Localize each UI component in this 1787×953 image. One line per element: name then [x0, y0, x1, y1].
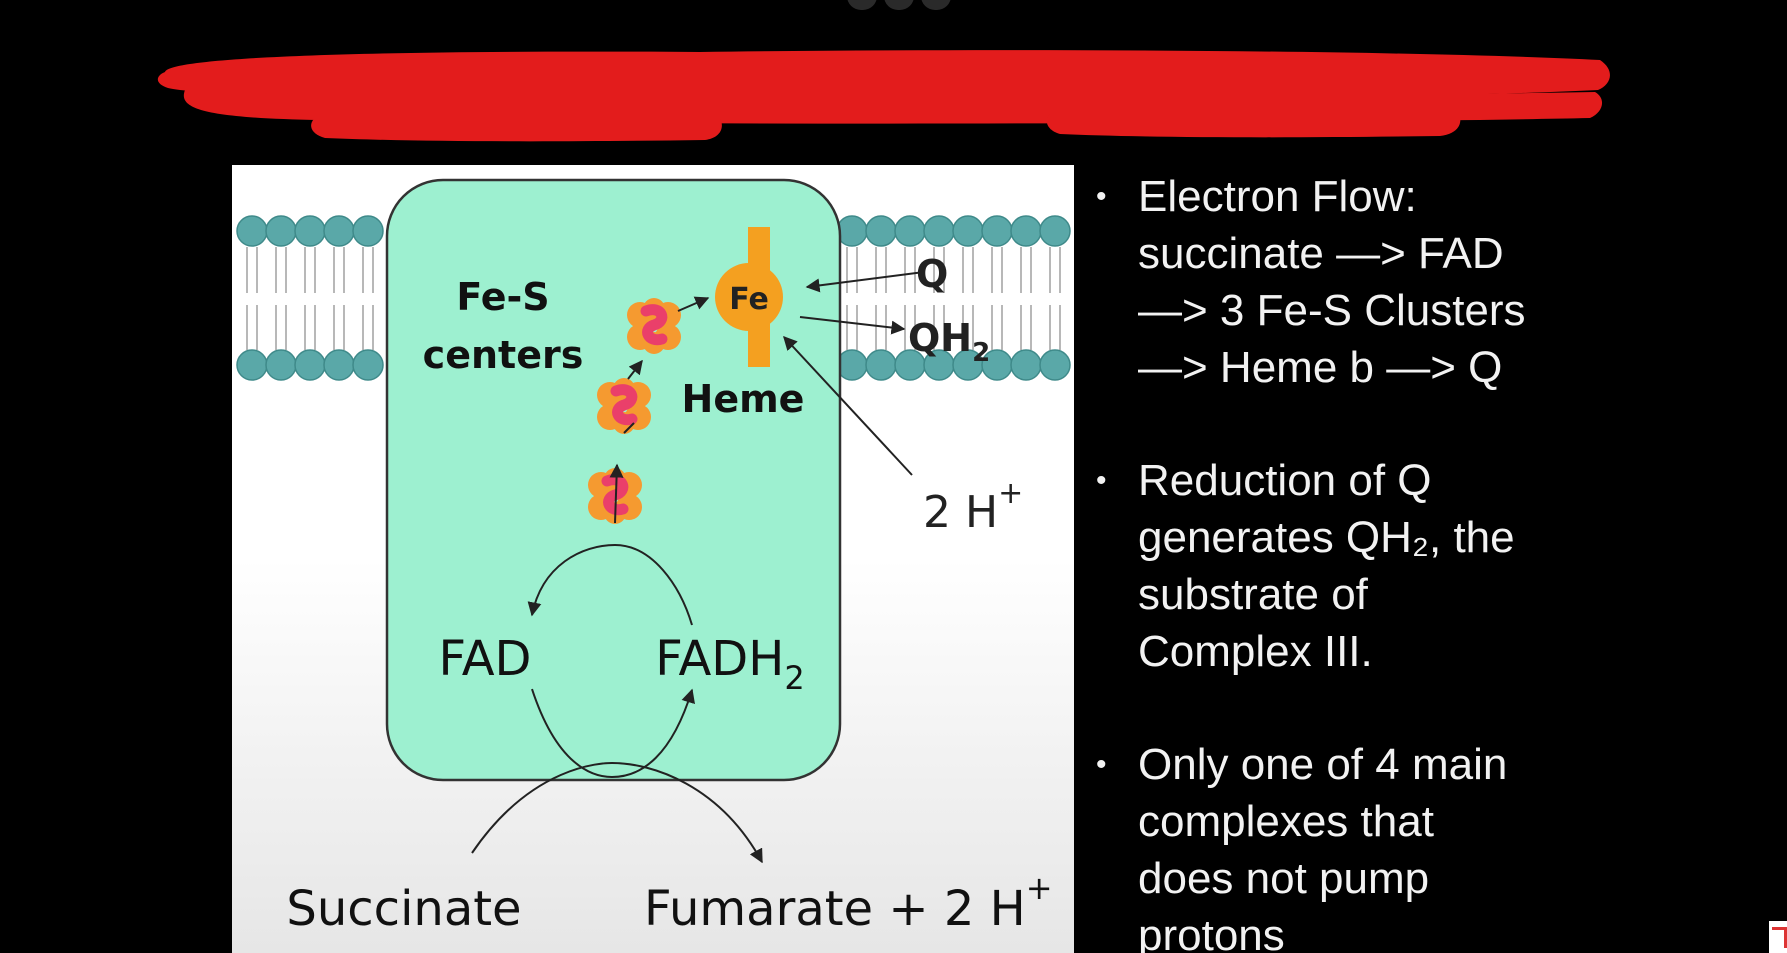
lipid-head: [352, 215, 384, 247]
lipid-head: [836, 215, 868, 247]
lipid-head: [236, 215, 268, 247]
lipid-head: [1039, 349, 1071, 381]
q-to-heme-arrow: [805, 271, 925, 293]
bullet-line: protons: [1138, 911, 1285, 953]
corner-logo-icon: [1769, 921, 1787, 953]
bullet-line: generates QH₂, the: [1138, 513, 1515, 562]
fadh2-to-cluster-line: [614, 544, 693, 626]
electron-arrow: [609, 463, 624, 524]
bullet-line: Electron Flow:: [1138, 172, 1417, 221]
bullet-no-proton-pump: • Only one of 4 main complexes that does…: [1090, 736, 1750, 953]
lipid-head: [1010, 349, 1042, 381]
bullet-line: complexes that: [1138, 797, 1434, 846]
fadh2-label: FADH2: [655, 631, 804, 697]
lipid-head: [894, 215, 926, 247]
fad-to-fadh2-arrow: [531, 688, 695, 779]
bullet-line: —> 3 Fe-S Clusters: [1138, 286, 1526, 335]
fes-label-line2: centers: [423, 333, 584, 377]
redaction-strokes: [157, 50, 1610, 142]
fe-label: Fe: [729, 282, 769, 317]
bullet-icon: •: [1096, 464, 1107, 497]
lipid-head: [952, 215, 984, 247]
lipid-head: [265, 349, 297, 381]
lipid-head: [265, 215, 297, 247]
succinate-to-fumarate-arrow: [471, 761, 763, 864]
bullet-line: does not pump: [1138, 854, 1430, 903]
fes-cluster-icon: [627, 298, 681, 354]
lipid-head: [1010, 215, 1042, 247]
bullet-list: • Electron Flow: succinate —> FAD —> 3 F…: [1090, 168, 1750, 953]
fes-label-line1: Fe-S: [456, 275, 549, 319]
lipid-head: [294, 215, 326, 247]
bullet-line: Reduction of Q: [1138, 456, 1432, 505]
lipid-head: [865, 215, 897, 247]
bullet-line: —> Heme b —> Q: [1138, 343, 1503, 392]
fadh2-to-fad-arrow: [527, 544, 616, 617]
heme-label: Heme: [682, 377, 805, 421]
fumarate-label: Fumarate + 2 H+: [644, 869, 1053, 937]
lipid-head: [323, 349, 355, 381]
bullet-reduction-of-q: • Reduction of Q generates QH₂, the subs…: [1090, 452, 1750, 680]
bullet-icon: •: [1096, 748, 1107, 781]
bullet-electron-flow: • Electron Flow: succinate —> FAD —> 3 F…: [1090, 168, 1750, 396]
control-dot[interactable]: [884, 0, 914, 10]
control-dot[interactable]: [921, 0, 951, 10]
proton-arrow: [783, 335, 913, 476]
protons-label: 2 H+: [923, 476, 1023, 538]
control-dot[interactable]: [847, 0, 877, 10]
lipid-head: [352, 349, 384, 381]
qh2-label: QH2: [908, 316, 990, 368]
membrane: [236, 215, 1071, 381]
lipid-head: [865, 349, 897, 381]
bullet-line: Only one of 4 main: [1138, 740, 1508, 789]
lipid-head: [981, 215, 1013, 247]
electron-arrow: [627, 359, 643, 380]
lipid-head: [323, 215, 355, 247]
electron-arrow: [623, 422, 635, 434]
lipid-head: [1039, 215, 1071, 247]
succinate-label: Succinate: [286, 881, 521, 937]
electron-arrow: [677, 296, 710, 312]
redaction-scribble: [157, 50, 1610, 142]
bullet-line: succinate —> FAD: [1138, 229, 1504, 278]
bullet-line: Complex III.: [1138, 627, 1373, 676]
bullet-line: substrate of: [1138, 570, 1368, 619]
q-label: Q: [916, 252, 948, 296]
lipid-head: [836, 349, 868, 381]
heme-to-qh2-arrow: [799, 316, 906, 335]
fes-cluster-icon: [597, 378, 651, 434]
lipid-head: [236, 349, 268, 381]
complex-ii-diagram: Fe Q QH2 2 H+ Fe-S centers Heme FAD FADH…: [232, 165, 1074, 953]
heme-icon: Fe: [715, 227, 783, 367]
fad-label: FAD: [439, 631, 532, 687]
bullet-icon: •: [1096, 180, 1107, 213]
lipid-head: [923, 215, 955, 247]
lipid-head: [294, 349, 326, 381]
